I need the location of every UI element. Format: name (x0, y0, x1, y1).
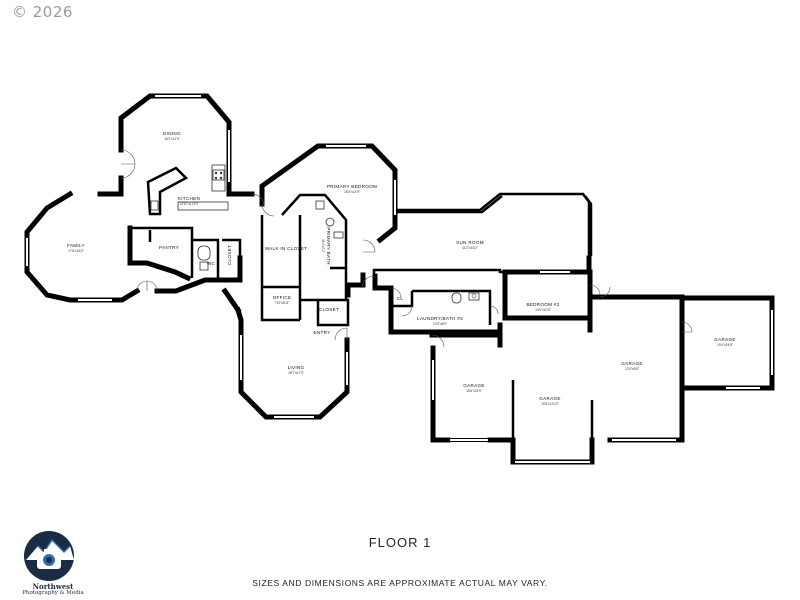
primary-bath-fixtures (315, 200, 344, 239)
floor-label: FLOOR 1 (368, 535, 432, 550)
room-primary-bath-name: PRIMARY BATH (326, 227, 331, 265)
room-pantry-name: PANTRY (159, 245, 179, 250)
room-garage-3-dims: 12'0"x9'8" (625, 367, 639, 371)
room-garage-3-name: GARAGE (621, 361, 642, 366)
room-living-dims: 18'7"x17'3" (288, 371, 304, 375)
room-walk-in-closet-name: WALK IN CLOSET (265, 246, 308, 251)
room-primary-bath-dims: 11'4"x7'2" (321, 239, 325, 253)
sun-room-walls (372, 192, 593, 276)
room-kitchen-name: KITCHEN (178, 196, 200, 201)
room-dining-dims: 16'2"x11'9" (164, 137, 179, 141)
room-closet-hall-name: CLOSET (227, 245, 232, 265)
room-garage-2-name: GARAGE (539, 396, 560, 401)
west-wing-walls (24, 93, 255, 303)
room-dining-name: DINING (163, 131, 181, 136)
room-closet-entry-name: CLOSET (319, 307, 339, 312)
room-bedroom-2-name: BEDROOM #2 (526, 302, 559, 307)
camera-mountain-logo-icon (24, 531, 74, 581)
kitchen-counters (146, 164, 229, 271)
logo-name: Northwest (32, 582, 74, 591)
room-laundry-bath-dims: 13'0"x6'9" (433, 322, 447, 326)
room-garage-1-dims: 15'6"x24'9" (466, 389, 482, 393)
room-wc-name: WC (207, 261, 216, 266)
room-laundry-bath-name: LAUNDRY/BATH #2 (417, 316, 463, 321)
room-office-name: OFFICE (273, 295, 292, 300)
room-sun-room-dims: 41'2"x16'2" (462, 246, 478, 250)
room-kitchen-dims: 13'10"x11'10" (179, 202, 198, 206)
disclaimer-text: SIZES AND DIMENSIONS ARE APPROXIMATE ACT… (252, 578, 548, 588)
room-family-dims: 17'8"x18'2" (68, 249, 84, 253)
garage-walls (430, 294, 775, 465)
room-entry-name: ENTRY (314, 330, 331, 335)
room-garage-1-name: GARAGE (463, 383, 484, 388)
room-living-name: LIVING (288, 365, 305, 370)
room-garage-2-dims: 15'8"x13'10" (541, 402, 558, 406)
copyright-watermark: © 2026 (12, 3, 73, 21)
room-primary-bedroom-name: PRIMARY BEDROOM (327, 184, 377, 189)
windows (25, 94, 774, 464)
doors (120, 149, 693, 348)
room-garage-4-name: GARAGE (714, 337, 735, 342)
room-labels: DINING 16'2"x11'9" KITCHEN 13'10"x11'10"… (67, 131, 735, 406)
east-wing-walls (388, 269, 593, 338)
room-primary-bedroom-dims: 16'0"x14'9" (344, 190, 360, 194)
room-cl-name: CL (397, 296, 404, 301)
room-garage-4-dims: 19'4"x24'8" (717, 343, 733, 347)
hall-walls (345, 272, 394, 298)
room-office-dims: 7'10"x8'11" (274, 301, 289, 305)
room-sun-room-name: SUN ROOM (456, 240, 484, 245)
logo-tagline: Photography & Media (22, 590, 84, 596)
room-family-name: FAMILY (67, 243, 85, 248)
room-bedroom-2-dims: 14'0"x10'3" (535, 308, 551, 312)
